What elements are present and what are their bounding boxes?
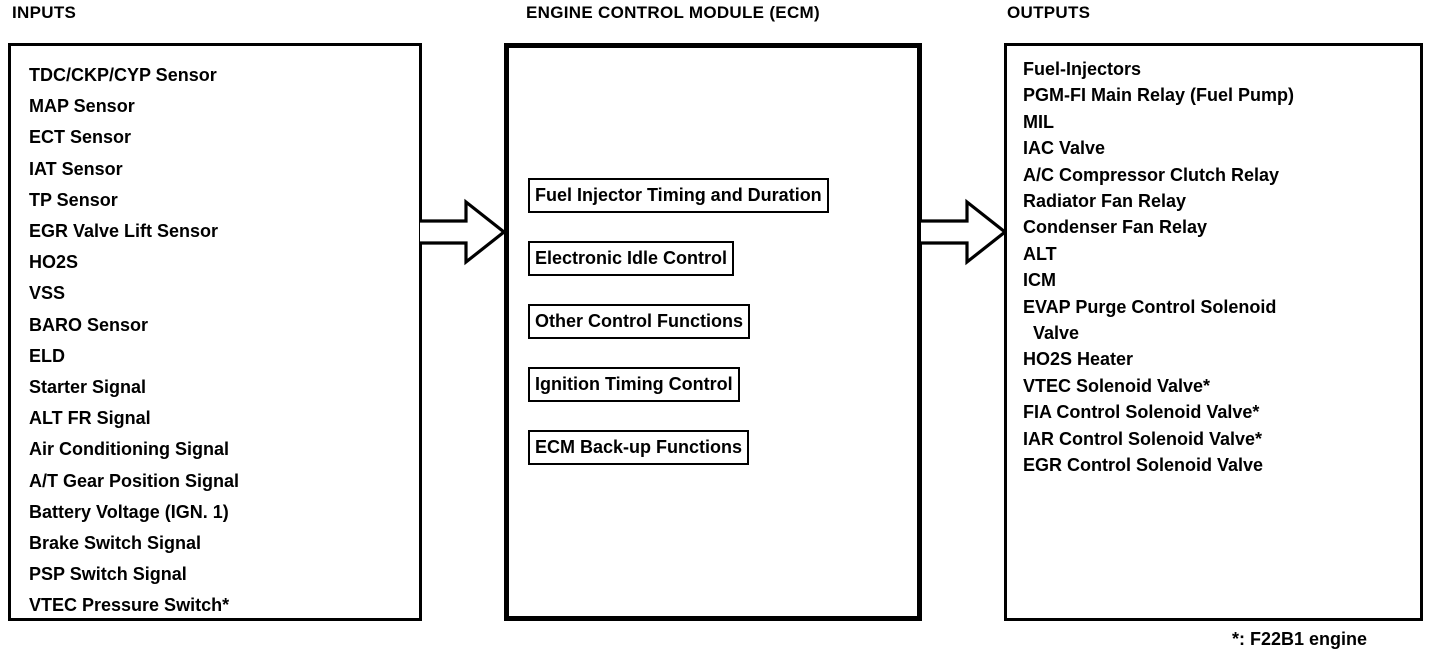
list-item: Brake Switch Signal [29, 533, 202, 554]
list-item: HO2S Heater [1023, 349, 1134, 370]
list-item: Air Conditioning Signal [29, 439, 229, 460]
list-item: Valve [1023, 323, 1080, 344]
list-item: Fuel-Injectors [1023, 59, 1142, 79]
inputs-list: TDC/CKP/CYP Sensor MAP Sensor ECT Sensor… [29, 60, 239, 622]
list-item: ECT Sensor [29, 127, 132, 148]
inputs-caption: INPUTS [12, 3, 77, 22]
list-item: Radiator Fan Relay [1023, 191, 1187, 212]
ecm-function-row: Ignition Timing Control [528, 367, 908, 430]
ecm-function-box: Other Control Functions [528, 304, 750, 339]
list-item: HO2S [29, 252, 79, 273]
list-item: BARO Sensor [29, 314, 149, 335]
list-item: VTEC Solenoid Valve* [1023, 375, 1211, 396]
ecm-function-row: Electronic Idle Control [528, 241, 908, 304]
list-item: IAR Control Solenoid Valve* [1023, 428, 1263, 449]
ecm-function-box: Fuel Injector Timing and Duration [528, 178, 829, 213]
inputs-panel: TDC/CKP/CYP Sensor MAP Sensor ECT Sensor… [8, 43, 422, 621]
outputs-panel: Fuel-Injectors PGM-FI Main Relay (Fuel P… [1004, 43, 1423, 621]
footnote: *: F22B1 engine [1232, 629, 1368, 649]
list-item: TDC/CKP/CYP Sensor [29, 65, 217, 85]
arrow-inputs-to-ecm-icon [420, 198, 505, 266]
list-item: IAC Valve [1023, 138, 1106, 159]
list-item: Battery Voltage (IGN. 1) [29, 501, 229, 522]
list-item: Condenser Fan Relay [1023, 217, 1208, 238]
ecm-function-list: Fuel Injector Timing and Duration Electr… [528, 178, 908, 465]
ecm-function-row: ECM Back-up Functions [528, 430, 908, 465]
list-item: PGM-FI Main Relay (Fuel Pump) [1023, 85, 1295, 106]
outputs-list: Fuel-Injectors PGM-FI Main Relay (Fuel P… [1023, 56, 1294, 479]
list-item: A/T Gear Position Signal [29, 470, 240, 491]
list-item: Starter Signal [29, 377, 147, 398]
list-item: EGR Control Solenoid Valve [1023, 455, 1264, 476]
ecm-function-box: Electronic Idle Control [528, 241, 735, 276]
ecm-panel-inner-border: Fuel Injector Timing and Duration Electr… [507, 46, 919, 618]
list-item: IAT Sensor [29, 158, 123, 179]
ecm-function-row: Fuel Injector Timing and Duration [528, 178, 908, 241]
list-item: MIL [1023, 111, 1054, 132]
list-item: VSS [29, 283, 66, 304]
ecm-panel: Fuel Injector Timing and Duration Electr… [504, 43, 922, 621]
list-item: ALT FR Signal [29, 408, 151, 429]
list-item: TP Sensor [29, 189, 118, 210]
list-item: ALT [1023, 243, 1057, 264]
arrow-ecm-to-outputs-icon [921, 198, 1006, 266]
list-item: EGR Valve Lift Sensor [29, 221, 219, 242]
list-item: A/C Compressor Clutch Relay [1023, 164, 1280, 185]
list-item: FIA Control Solenoid Valve* [1023, 402, 1260, 423]
ecm-function-box: ECM Back-up Functions [528, 430, 750, 465]
list-item: ELD [29, 345, 65, 366]
list-item: MAP Sensor [29, 96, 135, 117]
list-item: EVAP Purge Control Solenoid [1023, 296, 1277, 317]
ecm-caption: ENGINE CONTROL MODULE (ECM) [526, 3, 820, 22]
outputs-caption: OUTPUTS [1007, 3, 1091, 22]
list-item: VTEC Pressure Switch* [29, 595, 230, 616]
list-item: PSP Switch Signal [29, 564, 187, 585]
ecm-function-box: Ignition Timing Control [528, 367, 740, 402]
ecm-function-row: Other Control Functions [528, 304, 908, 367]
list-item: ICM [1023, 270, 1056, 291]
